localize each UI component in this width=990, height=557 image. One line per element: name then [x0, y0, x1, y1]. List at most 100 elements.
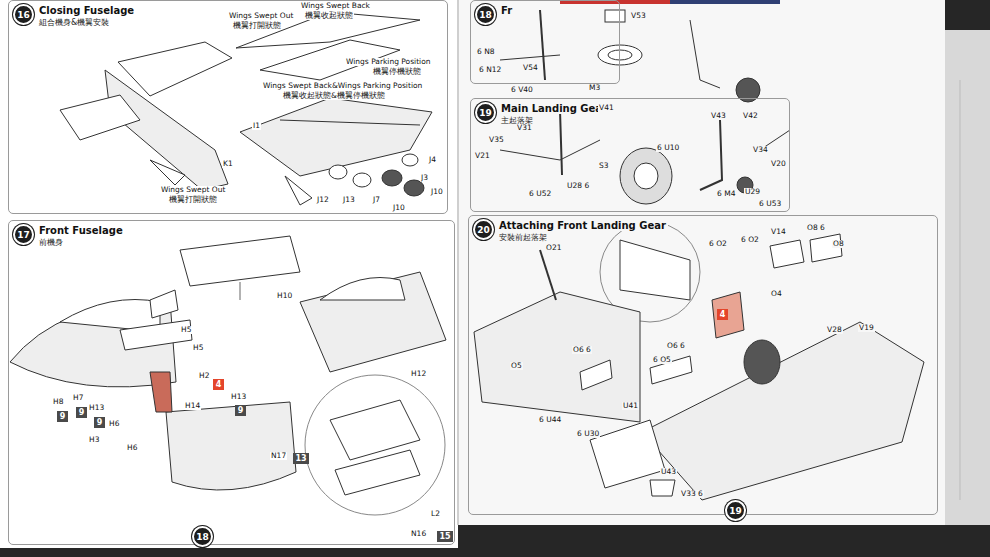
step-panel: Fr 18: [470, 0, 620, 84]
part-label: H13: [230, 393, 247, 401]
part-label: H6: [108, 420, 120, 428]
color-callout: 9: [57, 411, 68, 422]
part-label: 6 O2: [740, 236, 760, 244]
part-label: J4: [428, 156, 437, 164]
part-label: M3: [588, 84, 601, 92]
part-label: Wings Swept Back: [300, 2, 371, 10]
part-label: J10: [392, 204, 406, 212]
step-title: Main Landing Gears: [499, 103, 615, 114]
color-callout: 13: [293, 453, 309, 464]
part-label: Wings Swept Out: [160, 186, 226, 194]
callout-number: 13: [295, 454, 306, 463]
part-label: Wings Swept Back&Wings Parking Position: [262, 82, 423, 90]
part-label: H8: [52, 398, 64, 406]
part-label: V53: [630, 12, 647, 20]
color-callout: 9: [94, 417, 105, 428]
step-number: 20: [473, 219, 494, 240]
callout-number: 4: [216, 380, 222, 389]
step-number-text: 19: [729, 506, 742, 516]
step-title: Front Fuselage: [37, 225, 125, 236]
part-label: 機翼收起狀態: [304, 12, 354, 20]
step-panel: Closing Fuselage組合機身&機翼安裝16: [8, 0, 448, 214]
part-label: N16: [410, 530, 427, 538]
part-label: V19: [858, 324, 875, 332]
step-number: 17: [13, 224, 34, 245]
part-label: O8 6: [806, 224, 826, 232]
callout-number: 9: [79, 408, 85, 417]
step-number: 18: [192, 526, 213, 547]
part-label: J10: [430, 188, 444, 196]
step-number: 19: [475, 102, 496, 123]
part-label: H2: [198, 372, 210, 380]
part-label: K1: [222, 160, 234, 168]
part-label: U28 6: [566, 182, 590, 190]
part-label: 6 U44: [538, 416, 562, 424]
step-panel: Attaching Front Landing Gear安裝前起落架204: [468, 215, 938, 515]
color-callout: 4: [213, 379, 224, 390]
part-label: 6 U53: [758, 200, 782, 208]
part-label: J13: [342, 196, 356, 204]
part-label: 機翼停機狀態: [372, 68, 422, 76]
part-label: O5: [510, 362, 523, 370]
part-label: Wings Parking Position: [345, 58, 432, 66]
step-number-text: 18: [196, 532, 209, 542]
part-label: 6 N12: [478, 66, 502, 74]
callout-number: 4: [720, 310, 726, 319]
part-label: N17: [270, 452, 287, 460]
part-label: O21: [545, 244, 562, 252]
part-label: V42: [742, 112, 759, 120]
step-title: Closing Fuselage: [37, 5, 136, 16]
color-callout: 9: [235, 405, 246, 416]
part-label: J12: [316, 196, 330, 204]
part-label: V33 6: [680, 490, 704, 498]
part-label: V20: [770, 160, 787, 168]
part-label: U29: [744, 188, 761, 196]
part-label: 機翼打開狀態: [232, 22, 282, 30]
part-label: O6 6: [572, 346, 592, 354]
callout-number: 15: [439, 532, 450, 541]
step-number-text: 18: [479, 10, 492, 20]
part-label: 6 N8: [476, 48, 496, 56]
part-label: O6 6: [666, 342, 686, 350]
part-label: I1: [252, 122, 261, 130]
part-label: V35: [488, 136, 505, 144]
step-number: 19: [725, 500, 746, 521]
part-label: V28: [826, 326, 843, 334]
part-label: V21: [474, 152, 491, 160]
part-label: J7: [372, 196, 381, 204]
part-label: U41: [622, 402, 639, 410]
part-label: 6 M4: [716, 190, 736, 198]
step-number: 16: [13, 4, 34, 25]
step-number-text: 19: [479, 108, 492, 118]
step-title: Attaching Front Landing Gear: [497, 220, 668, 231]
part-label: 6 U30: [576, 430, 600, 438]
callout-number: 9: [97, 418, 103, 427]
part-label: V43: [710, 112, 727, 120]
part-label: 6 V40: [510, 86, 534, 94]
color-callout: 15: [437, 531, 453, 542]
part-label: H7: [72, 394, 84, 402]
part-label: J3: [420, 174, 429, 182]
color-callout: 4: [717, 309, 728, 320]
part-label: H14: [184, 402, 201, 410]
part-label: S3: [598, 162, 610, 170]
step-subtitle: 組合機身&機翼安裝: [37, 17, 111, 28]
part-label: V54: [522, 64, 539, 72]
part-label: H12: [410, 370, 427, 378]
part-label: O8: [832, 240, 845, 248]
part-label: 6 U10: [656, 144, 680, 152]
step-panel: Main Landing Gears主起落架19: [470, 98, 790, 212]
callout-number: 9: [238, 406, 244, 415]
callout-number: 9: [60, 412, 66, 421]
step-number: 18: [475, 4, 496, 25]
step-number-text: 17: [17, 230, 30, 240]
part-label: H10: [276, 292, 293, 300]
part-label: V34: [752, 146, 769, 154]
step-title: Fr: [499, 5, 514, 16]
color-callout: 9: [76, 407, 87, 418]
part-label: H6: [126, 444, 138, 452]
part-label: O4: [770, 290, 783, 298]
part-label: V14: [770, 228, 787, 236]
step-subtitle: 前機身: [37, 237, 65, 248]
part-label: 機翼收起狀態&機翼停機狀態: [282, 92, 386, 100]
